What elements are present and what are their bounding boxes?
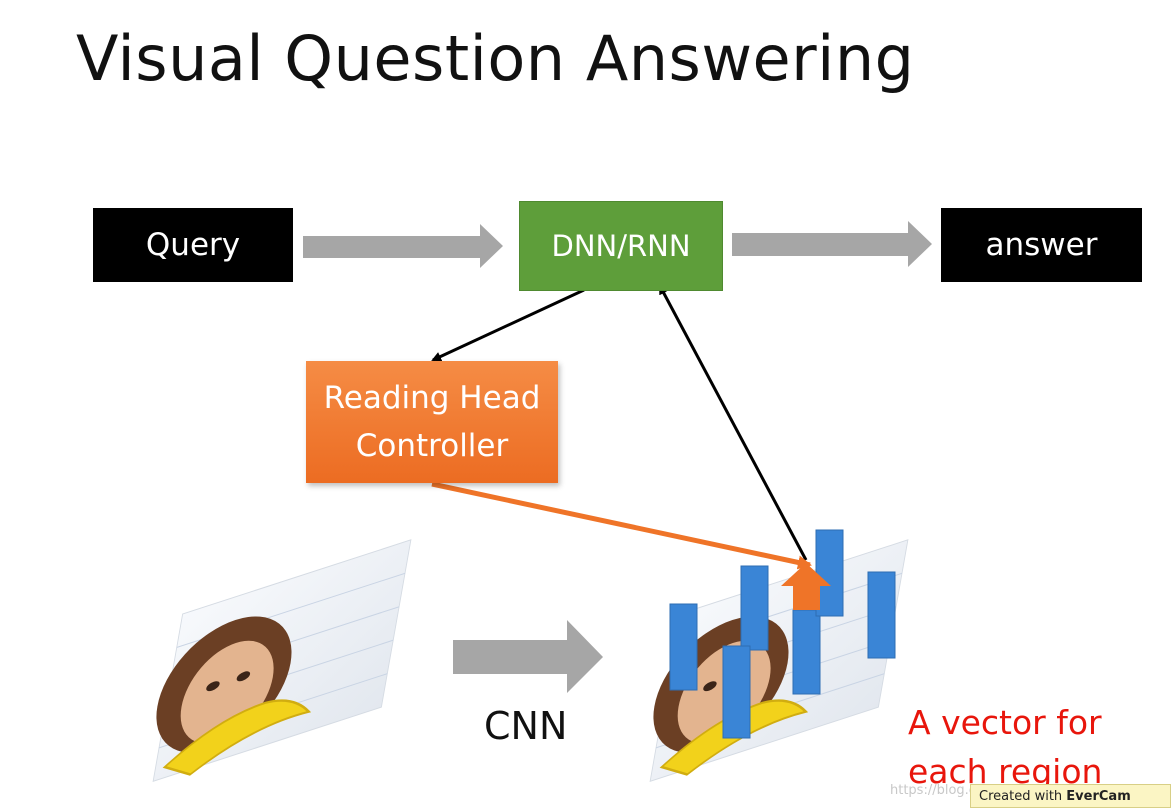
cnn-label: CNN <box>484 704 568 748</box>
evercam-badge: Created with EverCam <box>970 784 1171 808</box>
dnn-rnn-box: DNN/RNN <box>519 201 723 291</box>
query-label: Query <box>145 227 241 263</box>
input-image <box>152 539 412 783</box>
dnn-to-answer-arrow <box>732 221 932 267</box>
query-box: Query <box>93 208 293 282</box>
slide-title: Visual Question Answering <box>76 22 915 95</box>
reading-head-label: Reading Head <box>323 380 541 416</box>
vector-caption-line1: A vector for <box>908 703 1102 742</box>
dnn-rnn-label: DNN/RNN <box>551 229 691 263</box>
cnn-arrow <box>453 620 603 693</box>
region-vector-bar <box>815 529 844 617</box>
region-vector-bar <box>669 603 698 691</box>
region-vector-bar <box>740 565 769 651</box>
evercam-brand: EverCam <box>1066 788 1131 804</box>
evercam-prefix: Created with <box>979 788 1067 804</box>
vectors-to-dnn-arrow <box>658 284 808 561</box>
controller-label: Controller <box>355 428 509 464</box>
query-to-dnn-arrow <box>303 224 503 268</box>
region-vector-bar <box>792 609 821 695</box>
dnn-to-controller-arrow <box>431 288 585 362</box>
answer-box: answer <box>941 208 1142 282</box>
region-vector-bar <box>867 571 896 659</box>
answer-label: answer <box>985 227 1098 263</box>
attention-up-arrow <box>781 563 831 610</box>
reading-head-controller-box: Reading Head Controller <box>306 361 558 483</box>
region-vector-bar <box>722 645 751 739</box>
controller-to-region-arrow <box>431 481 812 570</box>
